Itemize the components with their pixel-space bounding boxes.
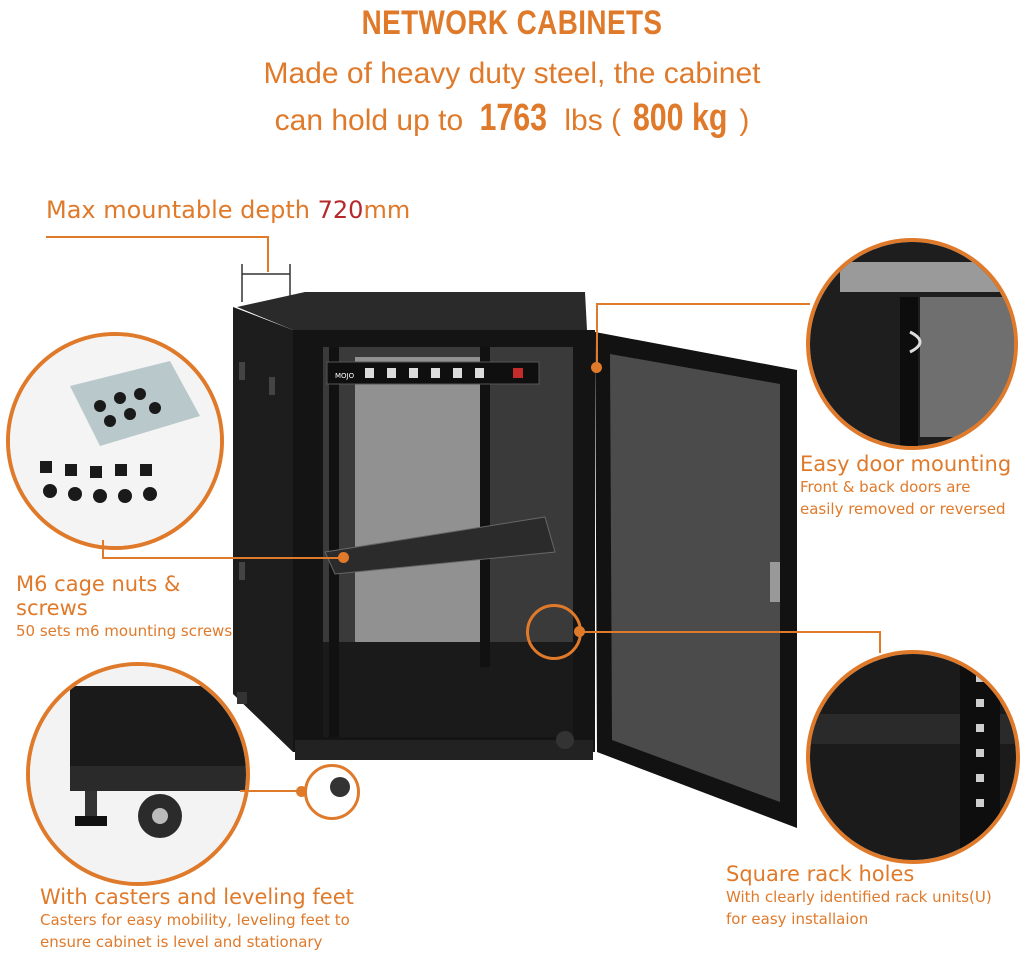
caster-front-right (556, 731, 574, 749)
detail-circle-holes (806, 650, 1020, 864)
cabinet-illustration: MOJO (233, 264, 797, 828)
holes-leader-h (580, 631, 880, 633)
feature-nuts-title-2: screws (16, 596, 88, 620)
feature-casters-sub-1: Casters for easy mobility, leveling feet… (40, 911, 350, 929)
weight-kg: 800 kg (632, 97, 728, 139)
feature-holes-sub-1: With clearly identified rack units(U) (726, 888, 992, 906)
detail-circle-nuts (6, 332, 224, 550)
casters-highlight-ring (304, 764, 360, 820)
feature-holes-title: Square rack holes (726, 862, 915, 886)
casters-detail (30, 666, 246, 882)
depth-value: 720 (317, 196, 364, 224)
feature-door-sub-1: Front & back doors are (800, 478, 971, 496)
door-leader-dot (591, 362, 602, 373)
cabinet-top (237, 292, 587, 330)
rack-holes-detail (810, 654, 1016, 860)
holes-leader-v (879, 631, 881, 653)
cantilever-shelf (324, 516, 556, 575)
feature-nuts-sub-1: 50 sets m6 mounting screws (16, 622, 233, 640)
feature-casters: With casters and leveling feet Casters f… (40, 885, 420, 953)
feature-holes: Square rack holes With clearly identifie… (726, 862, 1021, 930)
door-perforation (610, 354, 780, 802)
feature-nuts: M6 cage nuts & screws 50 sets m6 mountin… (16, 572, 246, 642)
feature-casters-title: With casters and leveling feet (40, 885, 354, 909)
holes-leader-dot (574, 626, 585, 637)
door-hinge-detail (810, 242, 1014, 446)
cage-nuts-detail (10, 336, 220, 546)
depth-leader-v (267, 236, 269, 272)
nuts-leader-dot (338, 552, 349, 563)
page-subtitle: Made of heavy duty steel, the cabinet ca… (0, 52, 1024, 143)
nuts-leader-h (102, 557, 342, 559)
cabinet-side (233, 307, 293, 752)
feature-door-title: Easy door mounting (800, 452, 1012, 476)
depth-callout: Max mountable depth 720mm (46, 196, 411, 224)
door-leader-v (596, 303, 598, 365)
nuts-leader-v (102, 540, 104, 558)
door-leader-h (596, 303, 810, 305)
feature-holes-sub-2: for easy installaion (726, 910, 869, 928)
subtitle-line-1: Made of heavy duty steel, the cabinet (263, 57, 761, 90)
subtitle-line-2: can hold up to 1763 lbs (800 kg) (274, 97, 750, 139)
feature-door-sub-2: easily removed or reversed (800, 500, 1006, 518)
feature-nuts-title-1: M6 cage nuts & (16, 572, 181, 596)
page-title: NETWORK CABINETS (361, 4, 663, 42)
weight-lbs: 1763 (479, 97, 548, 139)
cabinet-base (295, 740, 593, 760)
casters-leader-h (240, 790, 298, 792)
detail-circle-casters (26, 662, 250, 886)
depth-leader-h (46, 236, 268, 238)
detail-circle-door (806, 238, 1018, 450)
door-lock (770, 562, 780, 602)
product-label: MOJO (335, 372, 355, 380)
feature-casters-sub-2: ensure cabinet is level and stationary (40, 933, 323, 951)
casters-leader-dot (296, 786, 307, 797)
feature-door: Easy door mounting Front & back doors ar… (800, 452, 1022, 520)
